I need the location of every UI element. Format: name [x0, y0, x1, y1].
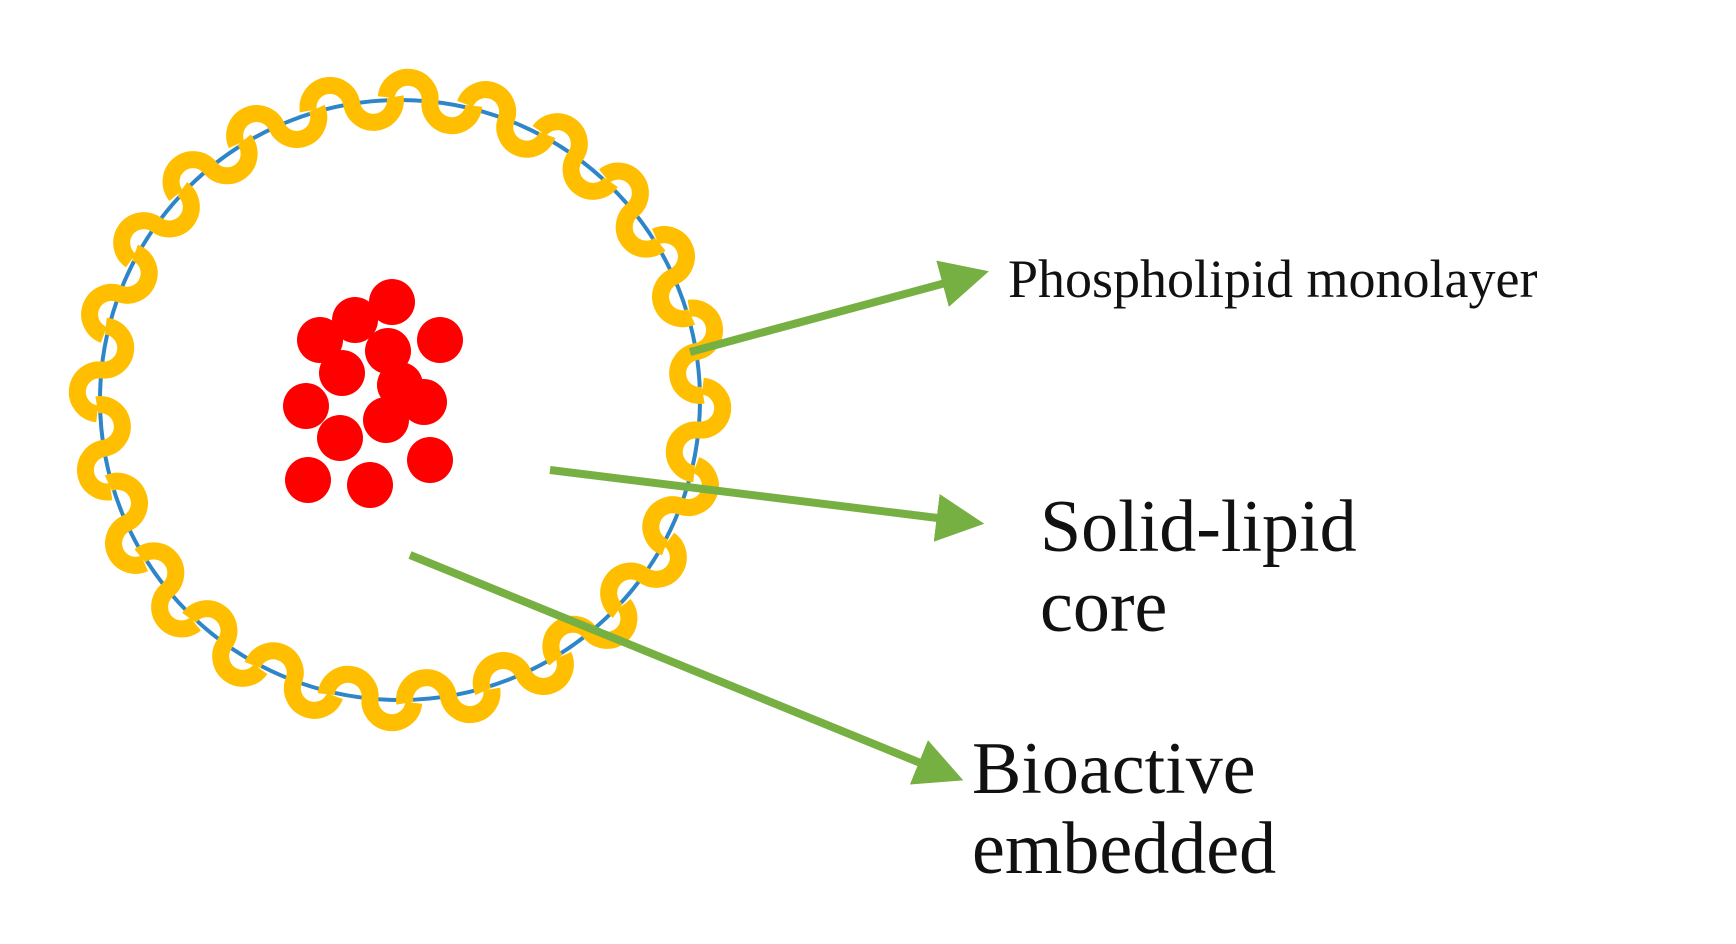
bioactive-molecule: [347, 462, 393, 508]
label-phospholipid-text: Phospholipid monolayer: [1008, 249, 1538, 309]
bioactive-molecule: [407, 437, 453, 483]
arrow-phospholipid: [688, 260, 989, 356]
label-solid-lipid-core: Solid-lipid core: [1040, 486, 1357, 648]
phospholipid-molecule: [396, 669, 501, 724]
label-bioactive-embedded: Bioactive embedded: [972, 728, 1277, 890]
bioactive-molecule: [285, 457, 331, 503]
phospholipid-molecule: [182, 600, 268, 687]
arrow-solid-lipid-core: [549, 466, 985, 542]
label-core-line2: core: [1040, 565, 1168, 648]
phospholipid-molecule: [226, 104, 328, 149]
phospholipid-molecule: [665, 377, 732, 483]
phospholipid-molecule: [472, 651, 574, 696]
phospholipid-molecule: [317, 665, 423, 732]
bioactive-molecule: [377, 362, 423, 408]
phospholipid-molecule: [244, 642, 343, 719]
bioactive-molecule: [369, 279, 415, 325]
bioactive-cluster: [283, 279, 463, 508]
phospholipid-molecule: [104, 472, 149, 574]
phospholipid-molecule: [377, 68, 483, 135]
bioactive-molecule: [363, 397, 409, 443]
label-phospholipid-monolayer: Phospholipid monolayer: [1008, 249, 1538, 309]
phospholipid-molecule: [599, 162, 666, 258]
bioactive-molecule: [297, 317, 343, 363]
phospholipid-monolayer: [68, 68, 732, 732]
phospholipid-molecule: [642, 457, 719, 556]
bioactive-molecule: [317, 415, 363, 461]
bioactive-molecule: [283, 383, 329, 429]
label-bioactive-line2: embedded: [972, 807, 1277, 890]
phospholipid-molecule: [81, 244, 158, 343]
phospholipid-molecule: [68, 317, 135, 423]
bioactive-molecule: [417, 317, 463, 363]
label-bioactive-line1: Bioactive: [972, 728, 1256, 810]
phospholipid-molecule: [457, 81, 556, 158]
bioactive-molecule: [319, 350, 365, 396]
arrow-bioactive: [408, 551, 964, 785]
phospholipid-molecule: [532, 113, 618, 200]
label-core-line1: Solid-lipid: [1040, 486, 1357, 568]
phospholipid-molecule: [162, 134, 258, 201]
phospholipid-molecule: [299, 76, 404, 131]
phospholipid-molecule: [113, 182, 200, 268]
bioactive-molecule: [332, 297, 378, 343]
phospholipid-molecule: [134, 542, 201, 638]
